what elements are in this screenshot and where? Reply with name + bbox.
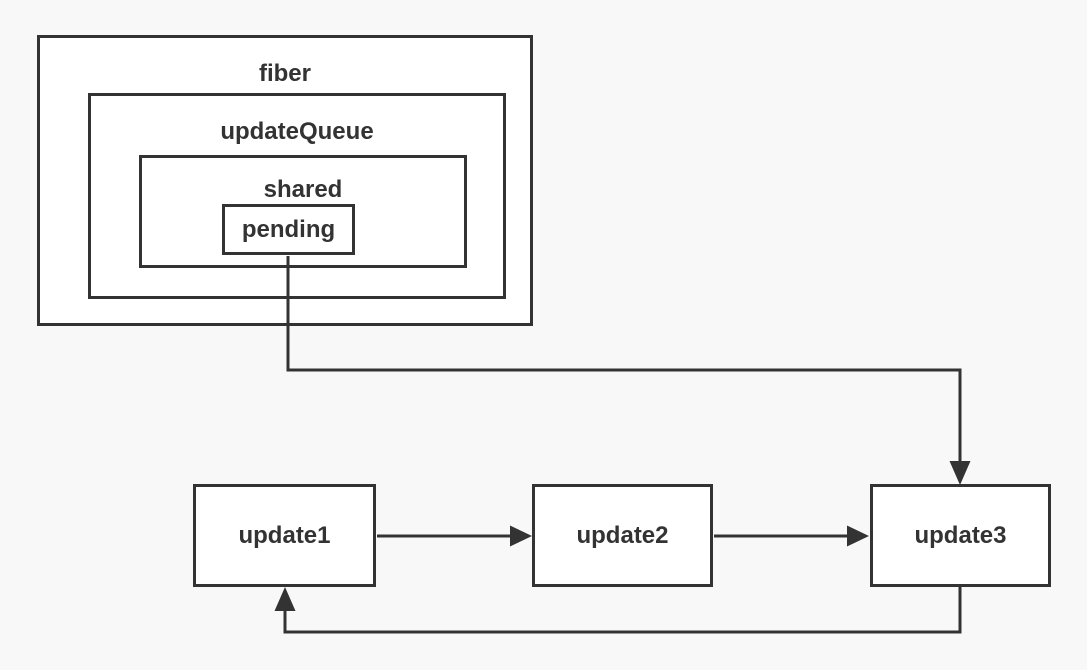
arrowhead-down-icon <box>949 461 971 485</box>
update1-box: update1 <box>193 484 376 587</box>
edge-update2-to-update3 <box>714 525 869 547</box>
fiber-label: fiber <box>258 60 311 87</box>
arrowhead-right-icon <box>847 525 869 547</box>
pending-box: pending <box>222 204 355 255</box>
arrowhead-up-icon <box>274 587 296 611</box>
update3-box: update3 <box>870 484 1051 587</box>
shared-label: shared <box>263 176 343 203</box>
update-queue-label: updateQueue <box>220 118 374 145</box>
update2-box: update2 <box>532 484 713 587</box>
edge-update3-to-update1 <box>274 587 962 634</box>
update1-label: update1 <box>238 521 331 549</box>
update2-label: update2 <box>576 521 669 549</box>
edge-update1-to-update2 <box>377 525 532 547</box>
pending-label: pending <box>241 215 336 243</box>
arrowhead-right-icon <box>510 525 532 547</box>
update3-label: update3 <box>914 521 1007 549</box>
